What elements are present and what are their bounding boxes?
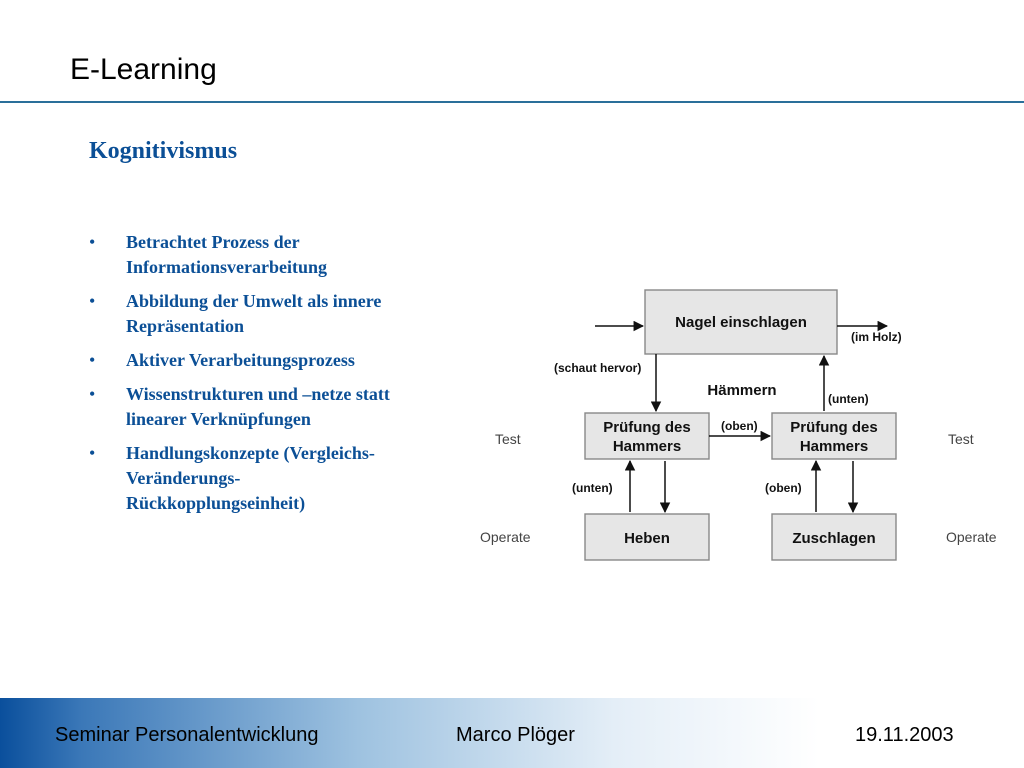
side-label-operate-left: Operate	[480, 529, 531, 545]
section-heading: Kognitivismus	[89, 138, 238, 164]
bullet-line: Wissenstrukturen und –netze statt	[126, 384, 390, 404]
bullet-marker: •	[89, 232, 96, 252]
box-heben-label: Heben	[624, 530, 670, 547]
bullet-line: Betrachtet Prozess der	[126, 232, 300, 252]
slide-footer: Seminar Personalentwicklung Marco Plöger…	[0, 698, 1024, 768]
footer-date: 19.11.2003	[855, 724, 954, 746]
bullet-line: Handlungskonzepte (Vergleichs-	[126, 443, 375, 463]
box-test-left	[584, 412, 710, 460]
bullet-line: Veränderungs-	[126, 468, 241, 488]
label-haemmern: Hämmern	[707, 382, 776, 399]
label-im-holz: (im Holz)	[851, 330, 902, 344]
bullet-line: Aktiver Verarbeitungsprozess	[126, 350, 355, 370]
bullet-list: • Betrachtet Prozess der Informationsver…	[89, 230, 469, 525]
box-nagel-einschlagen-label: Nagel einschlagen	[675, 314, 807, 331]
bullet-marker: •	[89, 384, 96, 404]
bullet-line: Abbildung der Umwelt als innere	[126, 291, 382, 311]
bullet-item: • Abbildung der Umwelt als innere Repräs…	[89, 289, 469, 339]
tote-diagram: Nagel einschlagen Prüfung des Hammers Pr…	[480, 289, 997, 561]
side-label-test-right: Test	[948, 431, 974, 447]
box-test-right-line2: Hammers	[800, 438, 868, 455]
box-heben	[584, 513, 710, 561]
bullet-line: Rückkopplungseinheit)	[126, 493, 306, 513]
label-unten-left: (unten)	[572, 481, 613, 495]
box-nagel-einschlagen	[644, 289, 838, 355]
bullet-item: • Aktiver Verarbeitungsprozess	[89, 348, 469, 373]
box-zuschlagen	[771, 513, 897, 561]
bullet-marker: •	[89, 350, 96, 370]
label-oben-middle: (oben)	[721, 419, 758, 433]
box-test-right	[771, 412, 897, 460]
bullet-line: linearer Verknüpfungen	[126, 409, 311, 429]
bullet-item: • Handlungskonzepte (Vergleichs- Verände…	[89, 441, 469, 516]
bullet-item: • Wissenstrukturen und –netze statt line…	[89, 382, 469, 432]
bullet-line: Repräsentation	[126, 316, 244, 336]
bullet-marker: •	[89, 291, 96, 311]
bullet-item: • Betrachtet Prozess der Informationsver…	[89, 230, 469, 280]
bullet-marker: •	[89, 443, 96, 463]
bullet-line: Informationsverarbeitung	[126, 257, 327, 277]
side-label-operate-right: Operate	[946, 529, 997, 545]
footer-seminar: Seminar Personalentwicklung	[55, 724, 319, 746]
side-label-test-left: Test	[495, 431, 521, 447]
slide-title: E-Learning	[70, 53, 217, 86]
label-unten-right: (unten)	[828, 392, 869, 406]
title-divider	[0, 101, 1024, 103]
box-test-left-line1: Prüfung des	[603, 419, 691, 436]
box-zuschlagen-label: Zuschlagen	[792, 530, 875, 547]
label-oben-right: (oben)	[765, 481, 802, 495]
footer-author: Marco Plöger	[456, 724, 575, 746]
label-schaut-hervor: (schaut hervor)	[554, 361, 641, 375]
box-test-right-line1: Prüfung des	[790, 419, 878, 436]
box-test-left-line2: Hammers	[613, 438, 681, 455]
